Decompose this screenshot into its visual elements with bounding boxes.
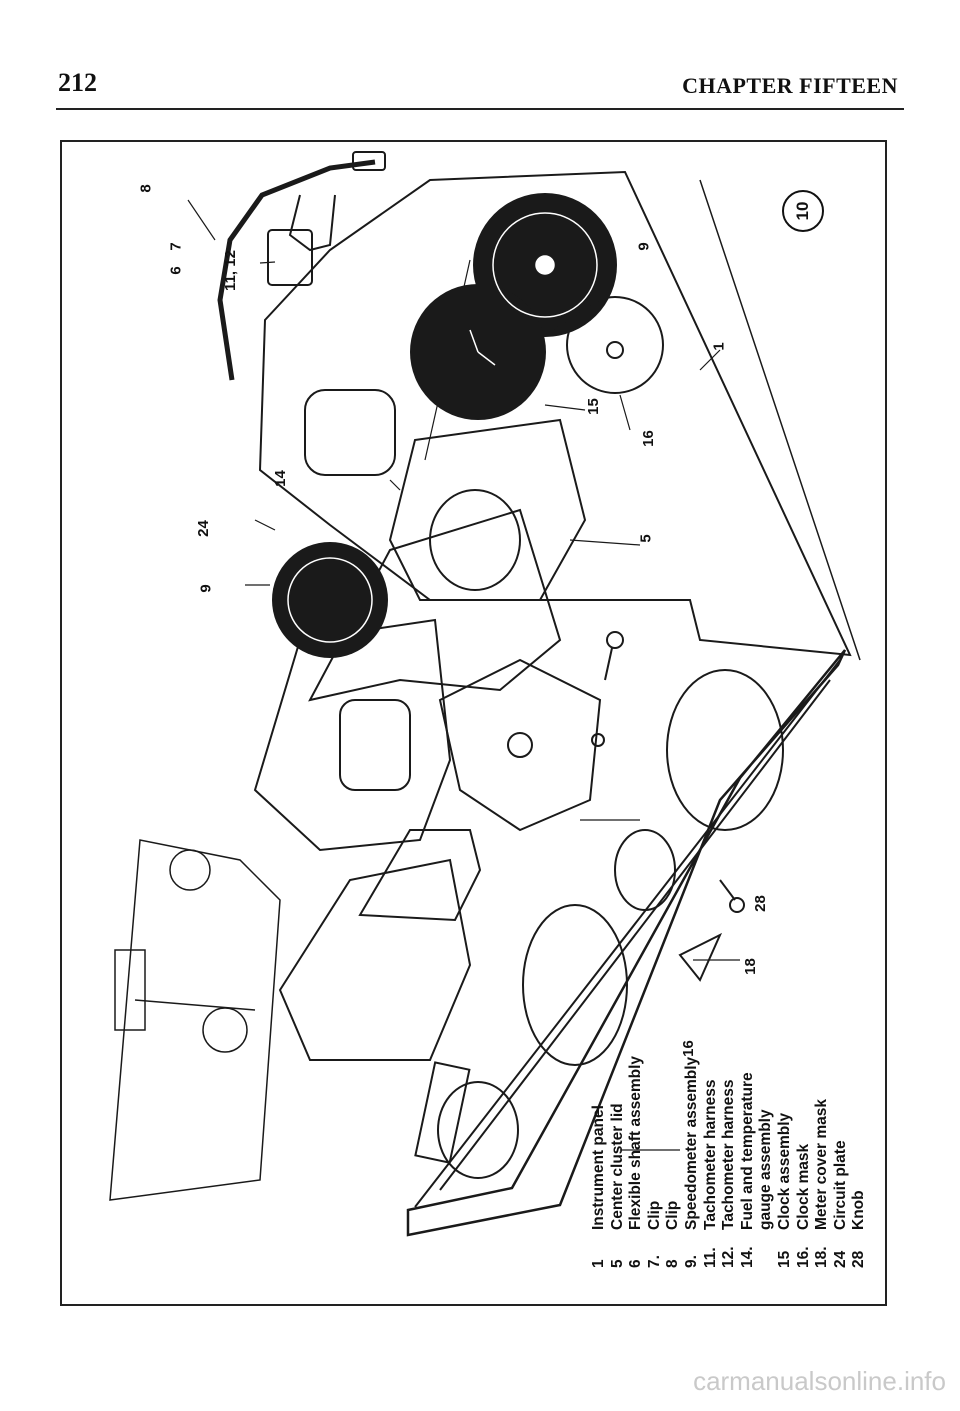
legend-text: Speedometer assembly [682,1056,700,1230]
callout-16-top: 16 [639,430,657,447]
legend-row: 28 Knob [850,968,869,1268]
cluster-housing-left [253,618,452,852]
legend-row: 14. Fuel and temperature [739,968,758,1268]
callout-8: 8 [137,184,155,193]
callout-5: 5 [637,534,655,543]
legend-row: 16. Clock mask [795,968,814,1268]
legend-text: Fuel and temperature [738,1072,756,1230]
clock-mask-left [278,858,472,1061]
legend-text: Clip [645,1200,663,1230]
callout-6: 6 [167,266,185,275]
legend-row: 9. Speedometer assembly [683,968,702,1268]
tachometer-dial [272,542,388,658]
fuel-temp-gauge [304,389,396,476]
panel-hole-4 [666,669,784,831]
callout-9-tach: 9 [197,584,215,593]
legend-num: 1 [590,1259,607,1268]
callout-1: 1 [710,342,728,351]
panel-hole-2 [522,904,628,1066]
legend-num: 16. [794,1246,812,1268]
header-rule [56,108,904,110]
legend-num: 9. [682,1255,700,1268]
panel-hole-1 [437,1081,519,1179]
panel-hole-3 [614,829,676,911]
legend-num: 18. [813,1246,831,1268]
legend-text: Center cluster lid [608,1103,626,1230]
legend-num: 7. [645,1255,663,1268]
legend-row: 8 Clip [664,968,683,1268]
legend-row: 5 Center cluster lid [609,968,628,1268]
legend-num: 12. [720,1246,738,1268]
legend-text: gauge assembly [757,1109,775,1230]
callout-14: 14 [271,470,289,487]
flexible-shaft [217,159,376,381]
legend-num: 28 [850,1250,868,1268]
callout-15: 15 [584,398,602,415]
legend-num: 24 [831,1250,849,1268]
legend-num [757,1230,776,1268]
legend-text: Clock mask [794,1143,812,1230]
legend-num: 8 [664,1259,682,1268]
callout-28: 28 [751,895,769,912]
center-cluster-lid [388,418,587,601]
gauge-mask-lower [438,658,602,832]
legend-row: 12. Tachometer harness [720,968,739,1268]
panel-slot [414,1061,471,1164]
legend: 1 Instrument panel 5 Center cluster lid 6 F… [590,968,869,1268]
legend-text: Clock assembly [775,1112,793,1230]
legend-text: Flexible shaft assembly [627,1055,645,1230]
legend-text: Instrument panel [590,1105,607,1230]
legend-text: Tachometer harness [701,1079,719,1230]
legend-text: Meter cover mask [813,1099,831,1230]
legend-num: 6 [627,1259,645,1268]
instrument-panel [406,649,847,1237]
chapter-title: CHAPTER FIFTEEN [682,73,898,98]
legend-row: 18. Meter cover mask [813,968,832,1268]
legend-row: 7. Clip [646,968,665,1268]
legend-text: Tachometer harness [720,1079,738,1230]
legend-row: 15 Clock assembly [776,968,795,1268]
callout-9-speedo: 9 [635,242,653,251]
callout-7: 7 [167,242,185,251]
callout-11-12: 11, 12 [221,250,239,291]
legend-row: 24 Circuit plate [832,968,851,1268]
meter-cover-mask [358,829,482,922]
legend-text: Clip [664,1200,682,1230]
legend-num: 5 [608,1259,626,1268]
legend-text: Knob [850,1190,868,1230]
figure-frame [60,140,887,1306]
figure-badge: 10 [782,190,824,232]
callout-24: 24 [194,520,212,537]
footer-watermark: carmanualsonline.info [693,1366,946,1396]
legend-row: 11. Tachometer harness [702,968,721,1268]
legend-row: 1 Instrument panel [590,968,609,1268]
legend-row: 6 Flexible shaft assembly [627,968,646,1268]
legend-num: 15 [775,1250,793,1268]
legend-num: 11. [701,1247,719,1268]
clock-mask-round [566,296,664,394]
car-sketch [109,839,281,1201]
legend-text: Circuit plate [831,1140,849,1230]
legend-row: gauge assembly [757,968,776,1268]
legend-num: 14. [738,1246,756,1268]
page-number: 212 [58,68,97,97]
cluster-housing-mid [308,508,562,702]
